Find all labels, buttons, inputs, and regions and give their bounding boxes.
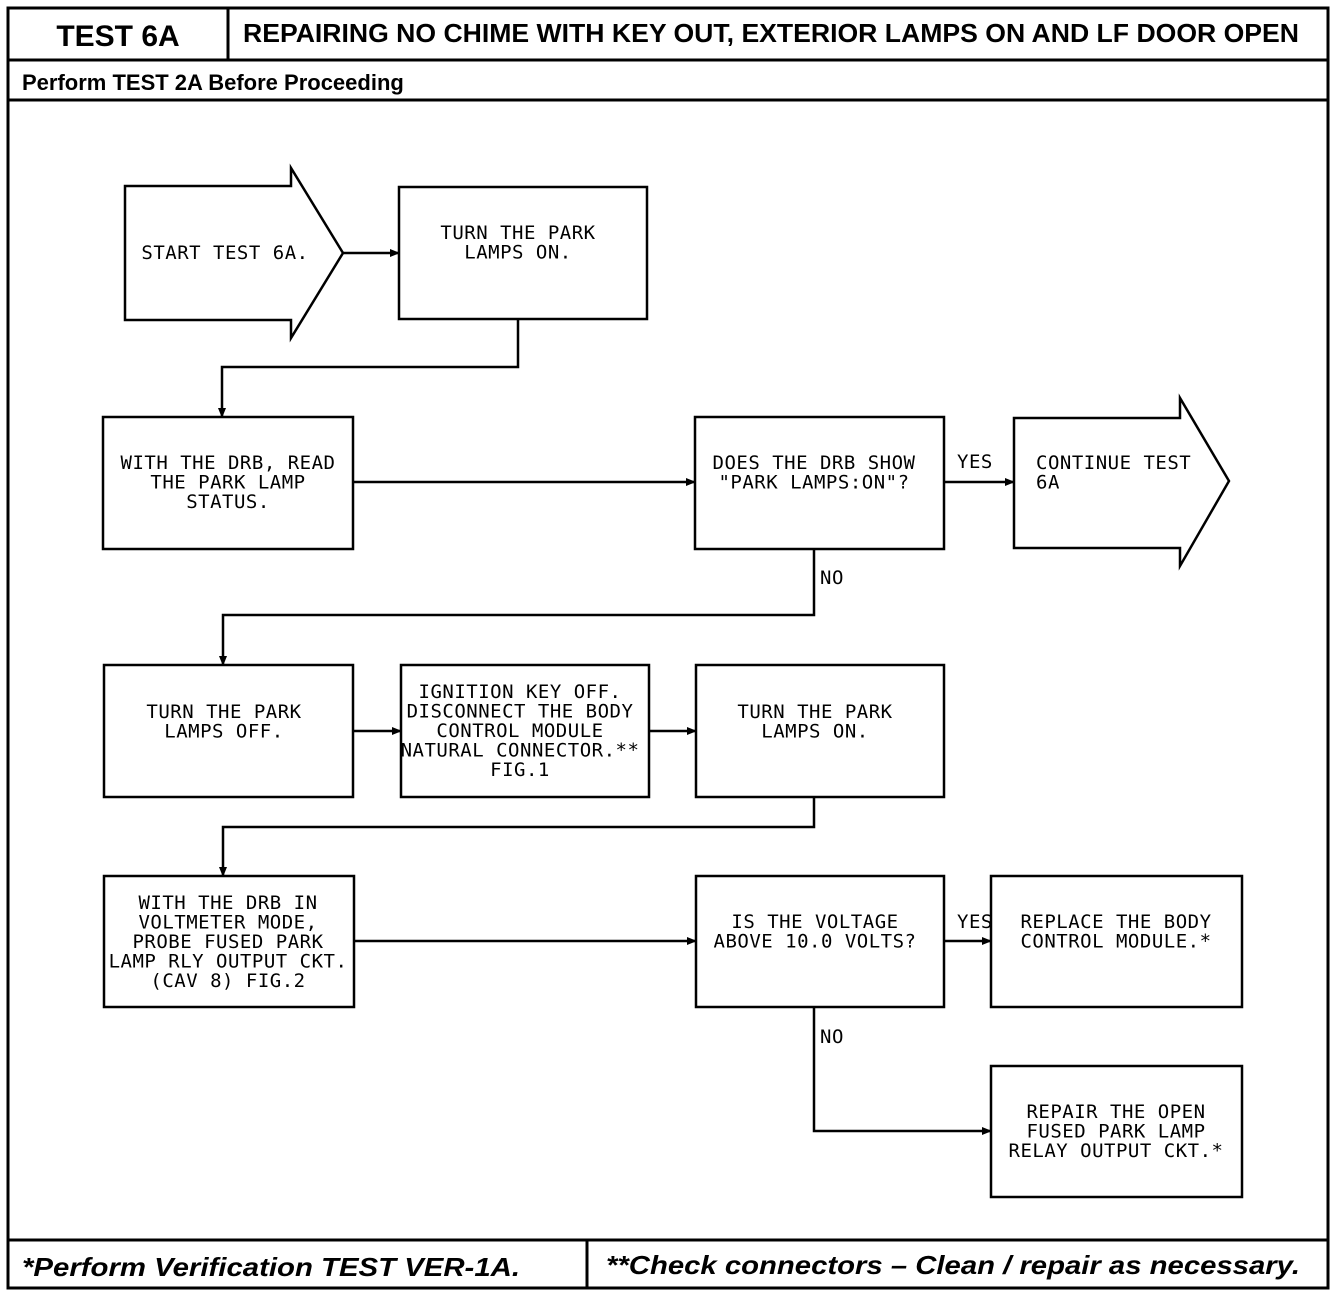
decision-box-drb-show [693,415,946,551]
box-text-line: DISCONNECT THE BODY [407,701,634,723]
box-text-line: TURN THE PARK [440,222,595,244]
box-text-line: REPLACE THE BODY [1020,911,1211,933]
footer-connector-note: **Check connectors – Clean / repair as n… [606,1250,1300,1280]
continue-arrow-shape [1012,393,1231,571]
box-text-line: FUSED PARK LAMP [1026,1121,1205,1143]
box-text-line: LAMPS ON. [464,242,571,264]
box-text-line: TURN THE PARK [737,701,892,723]
box-replace-bcm [989,874,1244,1009]
footer-verification-note: *Perform Verification TEST VER-1A. [22,1252,520,1282]
box-text-line: CONTROL MODULE [436,720,603,742]
box-text-line: THE PARK LAMP [150,472,305,494]
label-no-1: NO [820,567,844,589]
connector-on-to-read [218,319,520,418]
box-text-line: WITH THE DRB, READ [121,452,336,474]
connector-no-to-repair [812,1007,992,1135]
box-text-line: DOES THE DRB SHOW [713,452,916,474]
box-text-line: REPAIR THE OPEN [1026,1101,1205,1123]
outer-frame [6,6,1330,1290]
box-text-line: IS THE VOLTAGE [731,911,898,933]
connector-on-to-probe [219,797,816,877]
box-ignition-off [399,663,651,799]
box-text-line: (CAV 8) FIG.2 [150,970,305,992]
label-yes-1: YES [957,451,993,473]
box-text-line: 6A [1036,472,1060,494]
box-text-line: ABOVE 10.0 VOLTS? [714,931,917,953]
decision-box-voltage [694,874,946,1009]
box-text-line: RELAY OUTPUT CKT.* [1009,1140,1224,1162]
box-turn-park-on-1 [397,185,649,321]
box-text-line: "PARK LAMPS:ON"? [718,472,909,494]
box-text-line: TURN THE PARK [146,701,301,723]
connector-no-to-off [219,549,816,666]
box-text-line: LAMP RLY OUTPUT CKT. [109,951,348,973]
label-yes-2: YES [957,911,993,933]
box-text-line: LAMPS OFF. [164,721,283,743]
box-text-line: CONTINUE TEST [1036,452,1191,474]
box-repair-open [989,1064,1244,1199]
box-text-line: NATURAL CONNECTOR.** [401,740,640,762]
start-label: START TEST 6A. [141,242,308,264]
start-arrow-shape [123,163,345,343]
decision-drb-show-label: DOES THE DRB SHOW"PARK LAMPS:ON"? [713,452,916,494]
box-probe [102,874,356,1009]
label-no-2: NO [820,1026,844,1048]
box-text-line: START TEST 6A. [141,242,308,264]
box-turn-park-off [102,663,355,799]
box-read-status [101,415,355,551]
box-text-line: VOLTMETER MODE, [138,912,317,934]
box-text-line: WITH THE DRB IN [138,892,317,914]
prerequisite-note: Perform TEST 2A Before Proceeding [22,70,404,95]
page-title: REPAIRING NO CHIME WITH KEY OUT, EXTERIO… [243,18,1299,48]
box-text-line: FIG.1 [490,759,550,781]
box-text-line: LAMPS ON. [761,721,868,743]
box-text-line: STATUS. [186,491,270,513]
test-id: TEST 6A [56,20,179,53]
box-text-line: IGNITION KEY OFF. [419,681,622,703]
box-text-line: CONTROL MODULE.* [1020,931,1211,953]
box-text-line: PROBE FUSED PARK [132,931,323,953]
